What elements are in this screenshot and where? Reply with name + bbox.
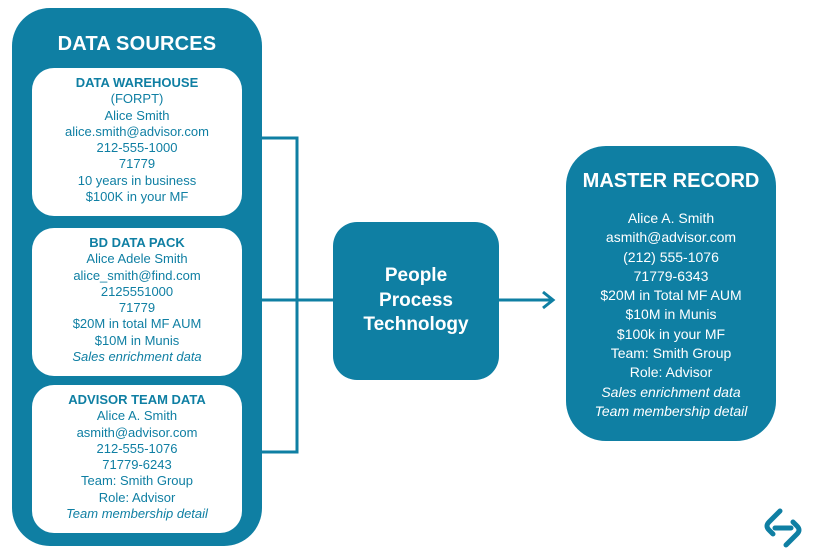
master-record-lines: Alice A. Smith asmith@advisor.com (212) …: [566, 209, 776, 421]
card-line: 212-555-1076: [96, 440, 178, 456]
card-line: 10 years in business: [77, 172, 197, 188]
s-chain-logo-icon: [764, 508, 802, 548]
data-warehouse-card: DATA WAREHOUSE (FORPT) Alice Smith alice…: [32, 68, 242, 216]
card-line: Alice Adele Smith: [86, 251, 188, 267]
card-heading: ADVISOR TEAM DATA: [68, 392, 206, 407]
master-line: (212) 555-1076: [623, 248, 719, 265]
master-line: Role: Advisor: [629, 364, 713, 381]
master-line: $100k in your MF: [616, 325, 726, 342]
advisor-team-data-card: ADVISOR TEAM DATA Alice A. Smith asmith@…: [32, 385, 242, 533]
data-sources-title: DATA SOURCES: [57, 33, 217, 55]
card-line: 2125551000: [100, 283, 174, 299]
card-italic-line: Team membership detail: [66, 506, 208, 522]
process-line-process: Process: [379, 289, 453, 311]
card-line: $100K in your MF: [85, 189, 189, 205]
card-line: $10M in Munis: [94, 332, 180, 348]
process-line-people: People: [384, 265, 448, 287]
card-line: Role: Advisor: [98, 489, 176, 505]
card-italic-line: Sales enrichment data: [72, 349, 202, 365]
card-line: alice_smith@find.com: [73, 267, 201, 283]
card-line: Alice Smith: [104, 107, 170, 123]
card-line: (FORPT): [110, 91, 164, 107]
master-line: $20M in Total MF AUM: [600, 287, 742, 304]
master-italic-line: Team membership detail: [594, 402, 748, 419]
data-sources-panel: DATA SOURCES DATA WAREHOUSE (FORPT) Alic…: [12, 8, 262, 546]
card-line: alice.smith@advisor.com: [65, 123, 209, 139]
connector-advisor: [262, 300, 299, 454]
process-line-technology: Technology: [363, 314, 469, 336]
people-process-technology-box: People Process Technology: [333, 222, 499, 380]
card-line: 71779-6243: [102, 457, 172, 473]
bd-data-pack-card: BD DATA PACK Alice Adele Smith alice_smi…: [32, 228, 242, 376]
master-line: asmith@advisor.com: [605, 229, 737, 246]
master-line: $10M in Munis: [625, 306, 717, 323]
arrow-head-icon: [542, 290, 556, 310]
card-line: asmith@advisor.com: [76, 424, 198, 440]
master-italic-line: Sales enrichment data: [601, 383, 741, 400]
card-line: Alice A. Smith: [96, 408, 178, 424]
card-line: 212-555-1000: [96, 140, 178, 156]
card-line: Team: Smith Group: [81, 473, 193, 489]
card-line: $20M in total MF AUM: [72, 316, 202, 332]
master-line: Alice A. Smith: [627, 210, 715, 226]
card-heading: BD DATA PACK: [89, 235, 185, 250]
card-line: 71779: [118, 156, 156, 172]
master-record-panel: MASTER RECORD Alice A. Smith asmith@advi…: [566, 146, 776, 441]
master-record-title: MASTER RECORD: [582, 170, 760, 192]
connector-warehouse: [262, 136, 299, 300]
card-heading: DATA WAREHOUSE: [75, 75, 199, 90]
card-line: 71779: [118, 300, 156, 316]
master-line: Team: Smith Group: [610, 345, 732, 362]
master-line: 71779-6343: [633, 267, 709, 284]
